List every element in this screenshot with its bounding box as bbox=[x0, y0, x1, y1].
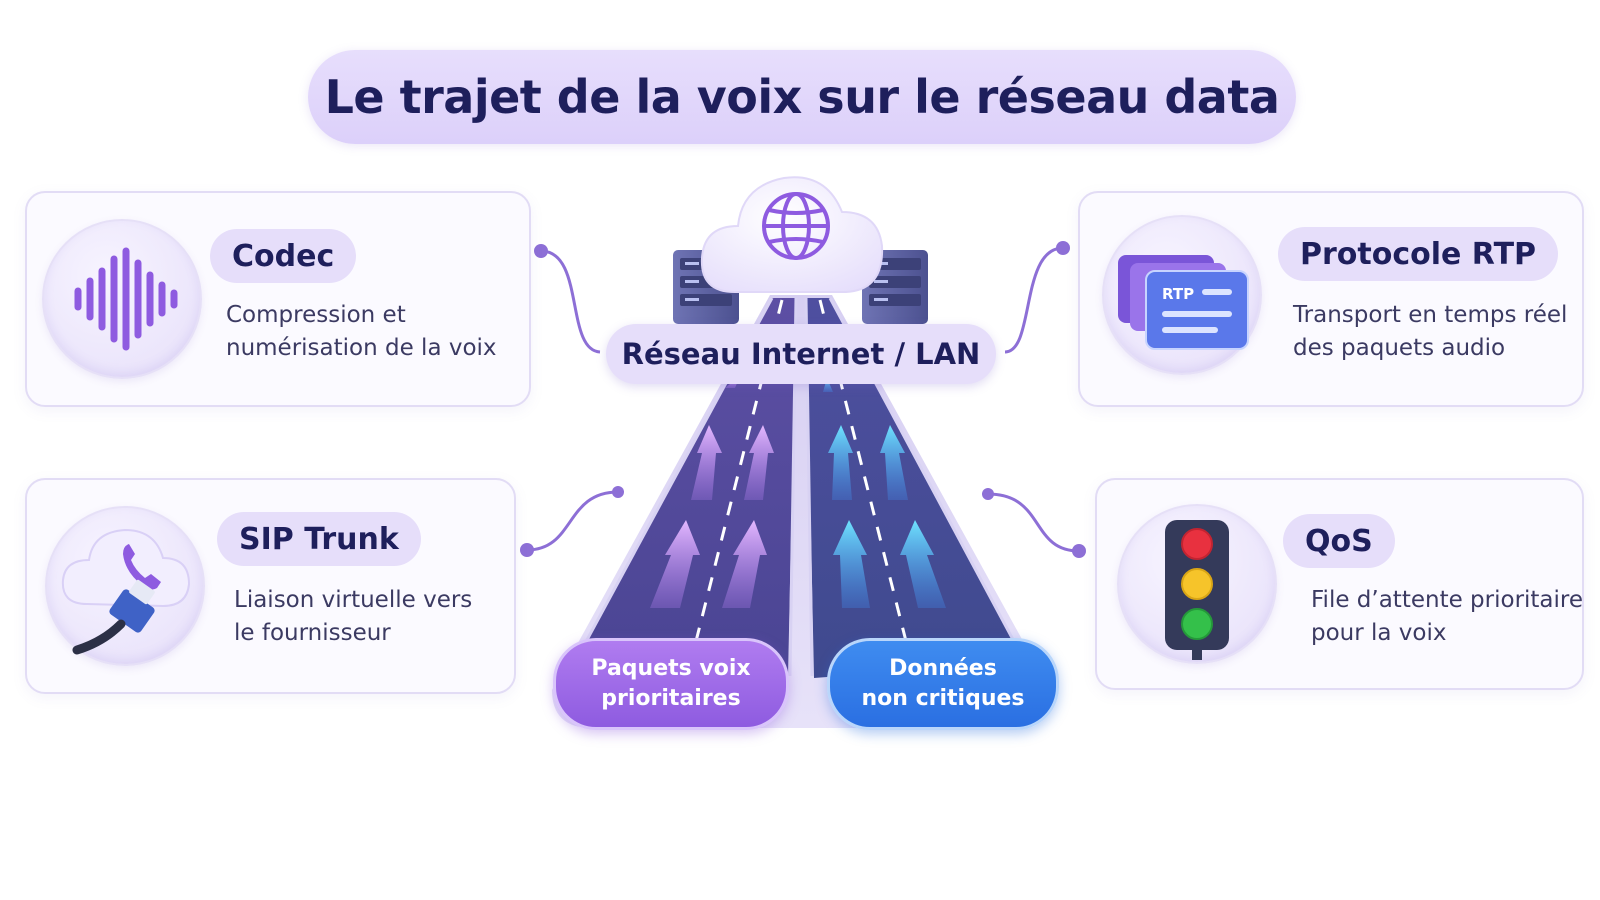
connector-codec bbox=[540, 249, 601, 354]
connector-dot-sip-end bbox=[612, 486, 624, 498]
voice-arrow bbox=[650, 520, 700, 608]
icon-circle-qos bbox=[1117, 504, 1277, 664]
title-banner: Le trajet de la voix sur le réseau data bbox=[308, 50, 1296, 144]
data-arrow bbox=[828, 425, 853, 500]
icon-circle-sip bbox=[45, 506, 205, 666]
connector-dot-qos-end bbox=[982, 488, 994, 500]
connector-dot-sip bbox=[520, 543, 534, 557]
data-arrow bbox=[900, 520, 946, 608]
globe-icon bbox=[762, 192, 830, 260]
yellow-light bbox=[1181, 568, 1213, 600]
data-arrow bbox=[880, 425, 908, 500]
icon-circle-codec bbox=[42, 219, 202, 379]
desc-sip: Liaison virtuelle vers le fournisseur bbox=[234, 587, 473, 646]
page-title: Le trajet de la voix sur le réseau data bbox=[324, 70, 1280, 124]
rtp-icon-text: RTP bbox=[1162, 285, 1194, 303]
network-label: Réseau Internet / LAN bbox=[606, 324, 996, 384]
connector-dot-qos bbox=[1072, 544, 1086, 558]
connector-dot-codec bbox=[534, 244, 548, 258]
cloud-phone-cable-icon bbox=[61, 528, 191, 655]
voice-arrow bbox=[691, 425, 722, 500]
connector-rtp bbox=[1004, 246, 1064, 354]
desc-qos: File d’attente prioritaire pour la voix bbox=[1311, 587, 1584, 646]
card-codec: Codec Compression et numérisation de la … bbox=[25, 191, 531, 407]
data-arrow bbox=[823, 378, 833, 392]
label-sip: SIP Trunk bbox=[217, 512, 421, 566]
card-rtp: RTP Protocole RTP Transport en temps rée… bbox=[1078, 191, 1584, 407]
rtp-packets-icon: RTP bbox=[1118, 255, 1249, 350]
lane-badge-data: Données non critiques bbox=[827, 638, 1059, 730]
label-rtp: Protocole RTP bbox=[1278, 227, 1559, 281]
icon-circle-rtp: RTP bbox=[1102, 215, 1262, 375]
data-arrow bbox=[833, 520, 870, 608]
connector-sip bbox=[526, 490, 619, 552]
traffic-light-icon bbox=[1165, 520, 1229, 660]
card-sip: SIP Trunk Liaison virtuelle vers le four… bbox=[25, 478, 516, 694]
lane-badge-voice: Paquets voix prioritaires bbox=[553, 638, 789, 730]
cloud-icon bbox=[700, 176, 884, 293]
red-light bbox=[1181, 528, 1213, 560]
connector-dot-rtp bbox=[1056, 241, 1070, 255]
card-qos: QoS File d’attente prioritaire pour la v… bbox=[1095, 478, 1584, 690]
label-codec: Codec bbox=[210, 229, 357, 283]
desc-codec: Compression et numérisation de la voix bbox=[226, 302, 497, 361]
voice-arrow bbox=[744, 425, 774, 500]
connector-qos bbox=[987, 492, 1080, 553]
label-qos: QoS bbox=[1283, 514, 1395, 568]
green-light bbox=[1181, 608, 1213, 640]
voice-arrow bbox=[722, 520, 767, 608]
desc-rtp: Transport en temps réel des paquets audi… bbox=[1293, 302, 1568, 361]
sound-wave-icon bbox=[74, 247, 178, 351]
